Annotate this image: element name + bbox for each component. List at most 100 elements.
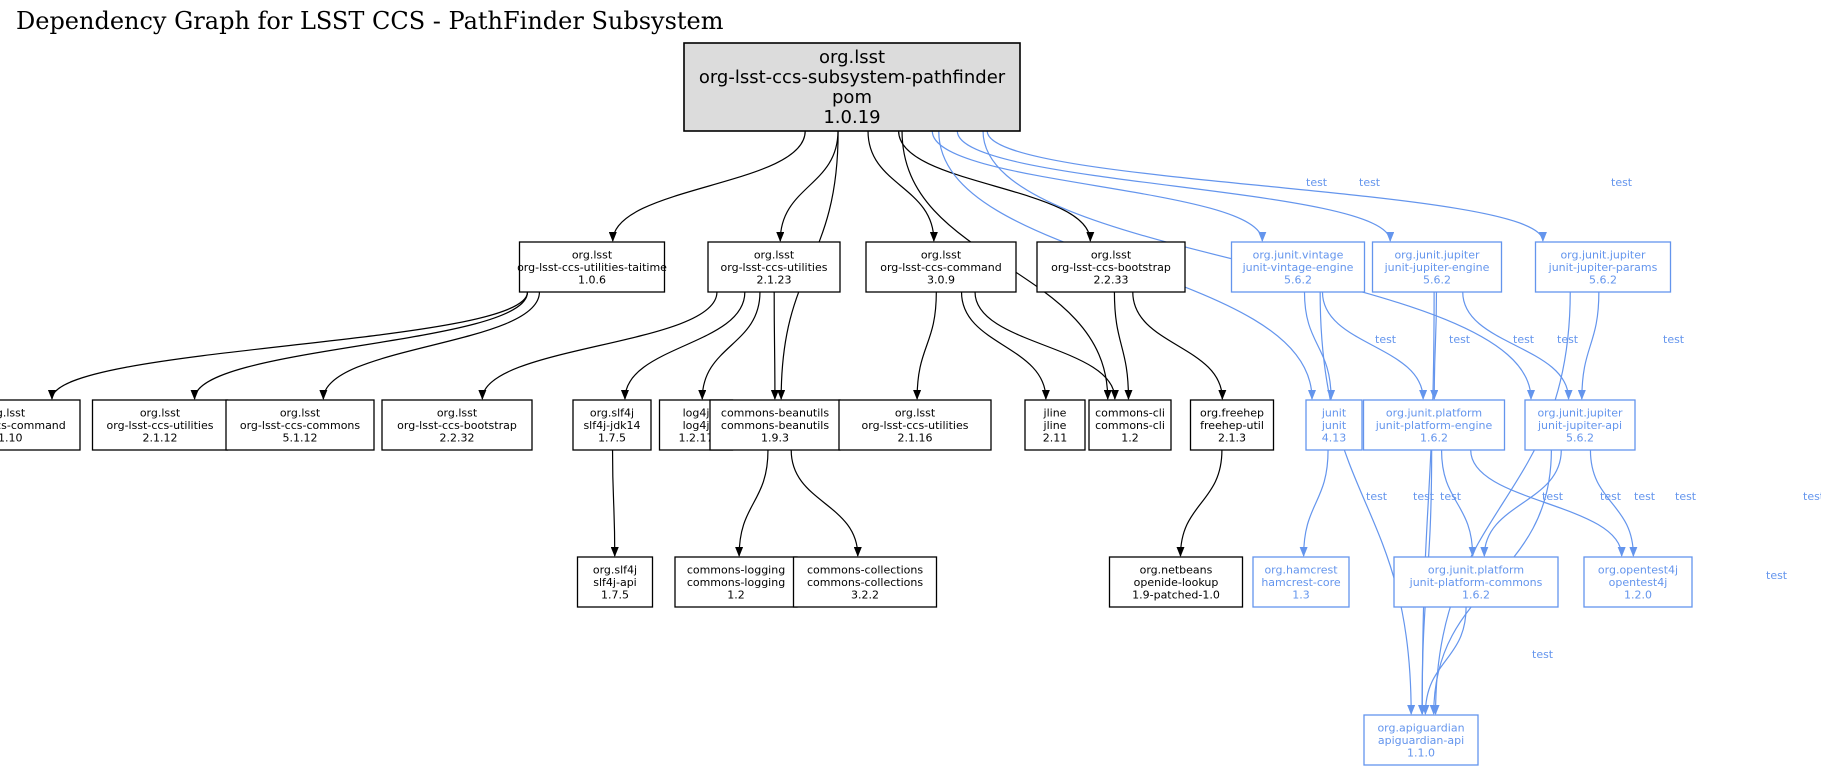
node-label-line: org.lsst (437, 406, 478, 419)
node-label-line: org.lsst (754, 248, 795, 261)
node-label-line: 2.1.10 (0, 431, 23, 444)
node-label-line: jline (1043, 419, 1067, 432)
edge-root-to-util2123 (776, 130, 839, 242)
node-box (707, 241, 841, 293)
edge-label: test (1359, 176, 1381, 189)
node-label-line: org.slf4j (590, 406, 634, 419)
edge-label: test (1449, 333, 1471, 346)
node-box (576, 556, 654, 608)
node-label-line: org-lsst-ccs-command (0, 419, 66, 432)
node-openide: org.netbeansopenide-lookup1.9-patched-1.… (1108, 556, 1244, 608)
node-box (518, 241, 666, 293)
edge-taitime-to-cmd2110 (48, 291, 529, 400)
edge-root-to-boot2233 (898, 130, 1095, 242)
edge-vintage-to-apiguardian: test (1319, 291, 1435, 715)
edge-line (1431, 291, 1571, 715)
edge-line (1319, 291, 1416, 715)
node-box (838, 399, 992, 451)
node-box (1230, 241, 1366, 293)
node-label-line: 5.6.2 (1423, 273, 1451, 286)
edge-label: test (1803, 490, 1821, 503)
edge-line (913, 291, 937, 400)
node-box (1189, 399, 1275, 451)
edge-line (898, 130, 1095, 242)
node-label-line: log4j (683, 406, 710, 419)
edge-line (608, 130, 806, 242)
node-label-line: org-lsst-ccs-utilities (721, 261, 828, 274)
node-label-line: opentest4j (1609, 576, 1668, 589)
node-label-line: commons-collections (807, 563, 923, 576)
edge-line (1480, 449, 1562, 557)
edge-label: test (1542, 490, 1564, 503)
node-box (683, 42, 1021, 132)
edge-line (770, 291, 779, 400)
nodes-layer: org.lsstorg-lsst-ccs-subsystem-pathfinde… (0, 42, 1693, 766)
node-label-line: org.lsst (140, 406, 181, 419)
node-label-line: 1.2.17 (679, 431, 714, 444)
node-box (572, 399, 652, 451)
edge-label: test (1611, 176, 1633, 189)
edge-jupapi-to-platcommons: test (1480, 449, 1622, 557)
node-label-line: org.freehep (1200, 406, 1264, 419)
node-label-line: org.junit.vintage (1253, 248, 1344, 261)
edge-label: test (1663, 333, 1685, 346)
edge-label: test (1675, 490, 1697, 503)
node-label-line: 3.0.9 (927, 273, 955, 286)
node-box (1252, 556, 1350, 608)
node-label-line: commons-cli (1095, 419, 1165, 432)
edge-label: test (1634, 490, 1656, 503)
edge-line (48, 291, 529, 400)
node-label-line: 2.1.16 (898, 431, 933, 444)
node-box (91, 399, 229, 451)
edge-cmd309-to-util2116 (913, 291, 937, 400)
graph-title: Dependency Graph for LSST CCS - PathFind… (16, 7, 724, 35)
node-label-line: commons-logging (687, 563, 785, 576)
node-label-line: org.lsst (895, 406, 936, 419)
node-label-line: commons-collections (807, 576, 923, 589)
node-label-line: log4j (683, 419, 710, 432)
edge-platengine-to-opentest4j: test (1470, 449, 1656, 557)
edge-freehep-to-openide (1176, 449, 1223, 557)
node-label-line: org-lsst-ccs-utilities (107, 419, 214, 432)
node-box (1305, 399, 1363, 451)
node-label-line: 1.7.5 (598, 431, 626, 444)
edge-vintage-to-junit: test (1303, 291, 1397, 400)
edge-line (974, 291, 1119, 400)
node-platcommons: org.junit.platformjunit-platform-commons… (1393, 556, 1559, 608)
node-box (381, 399, 533, 451)
node-box (1393, 556, 1559, 608)
edge-platcommons-to-apiguardian: test (1421, 606, 1554, 715)
node-label-line: junit-jupiter-api (1537, 419, 1622, 432)
node-label-line: 5.6.2 (1284, 273, 1312, 286)
edge-line (1176, 449, 1223, 557)
edge-root-to-cmd309 (867, 130, 938, 242)
node-box (1524, 399, 1636, 451)
node-label-line: commons-logging (687, 576, 785, 589)
node-label-line: jline (1043, 406, 1067, 419)
node-label-line: pom (832, 87, 872, 108)
node-label-line: 1.7.5 (601, 588, 629, 601)
edge-jupparams-to-apiguardian: test (1431, 291, 1821, 715)
node-box (1108, 556, 1244, 608)
node-box (792, 556, 938, 608)
edge-boot2233-to-cli (1113, 291, 1133, 400)
node-label-line: 5.1.12 (283, 431, 318, 444)
node-box (1024, 399, 1086, 451)
node-label-line: 4.13 (1322, 431, 1347, 444)
edge-util2123-to-beanutils (770, 291, 779, 400)
edge-jupparams-to-jupapi: test (1577, 291, 1685, 400)
edge-label: test (1440, 490, 1462, 503)
node-box (225, 399, 375, 451)
